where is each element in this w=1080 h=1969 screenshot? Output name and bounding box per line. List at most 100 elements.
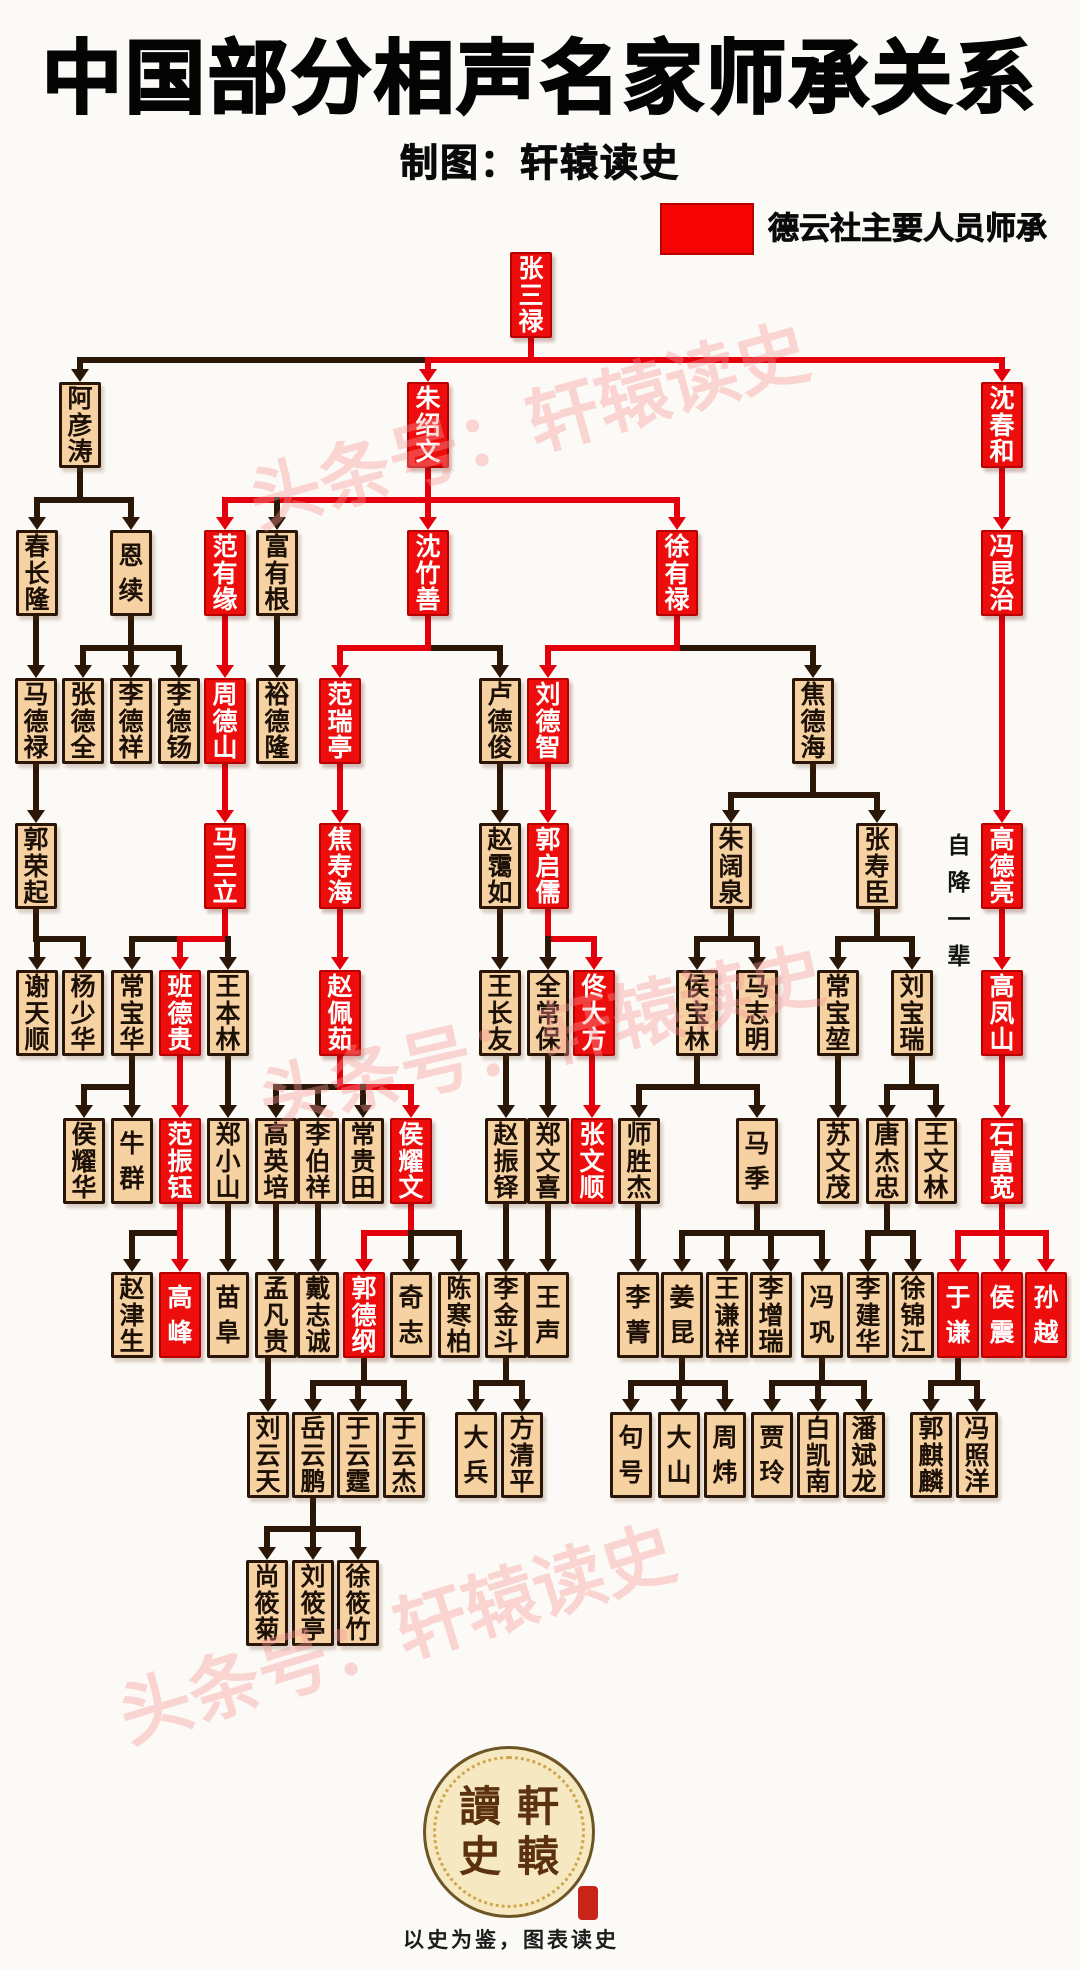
- person-name-char: 茹: [327, 1025, 353, 1055]
- person-node: 徐筱竹: [337, 1560, 379, 1646]
- person-name-char: 白: [805, 1414, 831, 1444]
- edge-line: [177, 936, 183, 960]
- edge-line: [497, 645, 503, 668]
- person-name-char: 友: [487, 1024, 513, 1054]
- person-node: 冯巩: [801, 1272, 843, 1358]
- arrow-down-icon: [219, 1259, 237, 1272]
- person-node: 班德贵: [159, 970, 201, 1056]
- edge-line: [679, 1230, 685, 1262]
- person-name-char: 长: [24, 558, 50, 588]
- arrow-down-icon: [630, 1105, 648, 1118]
- person-name-char: 玲: [759, 1458, 785, 1487]
- arrow-down-icon: [304, 1399, 322, 1412]
- edge-line: [728, 909, 734, 942]
- edge-line: [310, 1380, 316, 1402]
- person-name-char: 凤: [989, 998, 1015, 1028]
- edge-line: [676, 1380, 682, 1402]
- person-name-char: 冯: [989, 531, 1015, 561]
- person-node: 姜昆: [661, 1272, 703, 1358]
- edge-line: [337, 764, 343, 813]
- edge-line: [909, 1056, 915, 1090]
- person-node: 刘德智: [527, 678, 569, 764]
- person-name-char: 王: [923, 1120, 949, 1150]
- person-node: 王本林: [207, 970, 249, 1056]
- edge-line: [545, 764, 551, 813]
- person-name-char: 李: [758, 1274, 784, 1304]
- arrow-down-icon: [309, 1105, 327, 1118]
- person-name-char: 炜: [712, 1458, 738, 1487]
- person-name-char: 志: [398, 1318, 424, 1347]
- edge-line: [425, 357, 431, 372]
- edge-line: [999, 1204, 1005, 1236]
- arrow-down-icon: [216, 517, 234, 530]
- person-name-char: 海: [800, 732, 826, 762]
- edge-line: [674, 616, 680, 651]
- person-name-char: 震: [989, 1318, 1015, 1348]
- person-name-char: 赵: [327, 971, 353, 1001]
- person-name-char: 德: [535, 706, 561, 736]
- arrow-down-icon: [585, 957, 603, 970]
- person-name-char: 姜: [669, 1283, 695, 1312]
- edge-line: [694, 936, 760, 942]
- arrow-down-icon: [1037, 1259, 1055, 1272]
- edge-line: [955, 1230, 961, 1262]
- person-name-char: 阜: [215, 1318, 241, 1347]
- person-name-char: 潘: [851, 1414, 877, 1444]
- person-node: 范有缘: [204, 530, 246, 616]
- person-node: 于谦: [937, 1272, 979, 1358]
- person-node: 恩续: [110, 530, 152, 616]
- edge-line: [310, 1526, 316, 1550]
- person-name-char: 忠: [874, 1172, 900, 1202]
- person-name-char: 禄: [664, 585, 690, 615]
- person-name-char: 绍: [415, 410, 441, 440]
- person-name-char: 瑞: [327, 706, 353, 736]
- person-name-char: 启: [535, 851, 561, 881]
- edge-line: [545, 645, 680, 651]
- edge-line: [128, 645, 134, 668]
- person-name-char: 冯: [964, 1414, 990, 1444]
- edge-line: [34, 936, 40, 960]
- arrow-down-icon: [539, 810, 557, 823]
- person-node: 师胜杰: [618, 1118, 660, 1204]
- person-name-char: 班: [167, 971, 193, 1001]
- generation-note-char: 辈: [947, 944, 971, 970]
- person-name-char: 德: [989, 851, 1015, 881]
- edge-line: [355, 1380, 361, 1402]
- person-name-char: 马: [744, 972, 770, 1002]
- person-name-char: 涛: [67, 436, 93, 466]
- arrow-down-icon: [74, 665, 92, 678]
- person-name-char: 天: [24, 998, 50, 1028]
- person-node: 徐有禄: [656, 530, 698, 616]
- person-name-char: 菁: [625, 1318, 651, 1347]
- person-name-char: 华: [70, 1024, 96, 1054]
- edge-line: [222, 909, 228, 942]
- person-node: 苏文茂: [817, 1118, 859, 1204]
- edge-line: [337, 645, 431, 651]
- person-name-char: 号: [618, 1458, 644, 1487]
- arrow-down-icon: [539, 1105, 557, 1118]
- person-name-char: 斌: [851, 1440, 877, 1470]
- person-name-char: 霆: [345, 1466, 371, 1496]
- arrow-down-icon: [402, 1259, 420, 1272]
- person-name-char: 铎: [493, 1172, 519, 1202]
- person-name-char: 刘: [899, 972, 925, 1002]
- person-name-char: 大: [463, 1423, 489, 1452]
- person-name-char: 宝: [899, 998, 925, 1028]
- arrow-down-icon: [28, 517, 46, 530]
- person-node: 张德全: [62, 678, 104, 764]
- person-name-char: 石: [989, 1119, 1015, 1149]
- person-name-char: 建: [855, 1300, 881, 1330]
- person-name-char: 贵: [263, 1326, 289, 1356]
- person-name-char: 平: [509, 1466, 535, 1496]
- person-name-char: 海: [327, 878, 353, 908]
- person-name-char: 李: [625, 1283, 651, 1312]
- edge-line: [754, 1084, 760, 1108]
- person-name-char: 郭: [351, 1273, 377, 1303]
- edge-line: [408, 1204, 414, 1236]
- person-name-char: 津: [119, 1300, 145, 1330]
- edge-line: [999, 616, 1005, 813]
- person-name-char: 王: [714, 1274, 740, 1304]
- person-name-char: 谢: [24, 972, 50, 1002]
- person-name-char: 范: [212, 531, 238, 561]
- person-name-char: 柏: [446, 1326, 472, 1356]
